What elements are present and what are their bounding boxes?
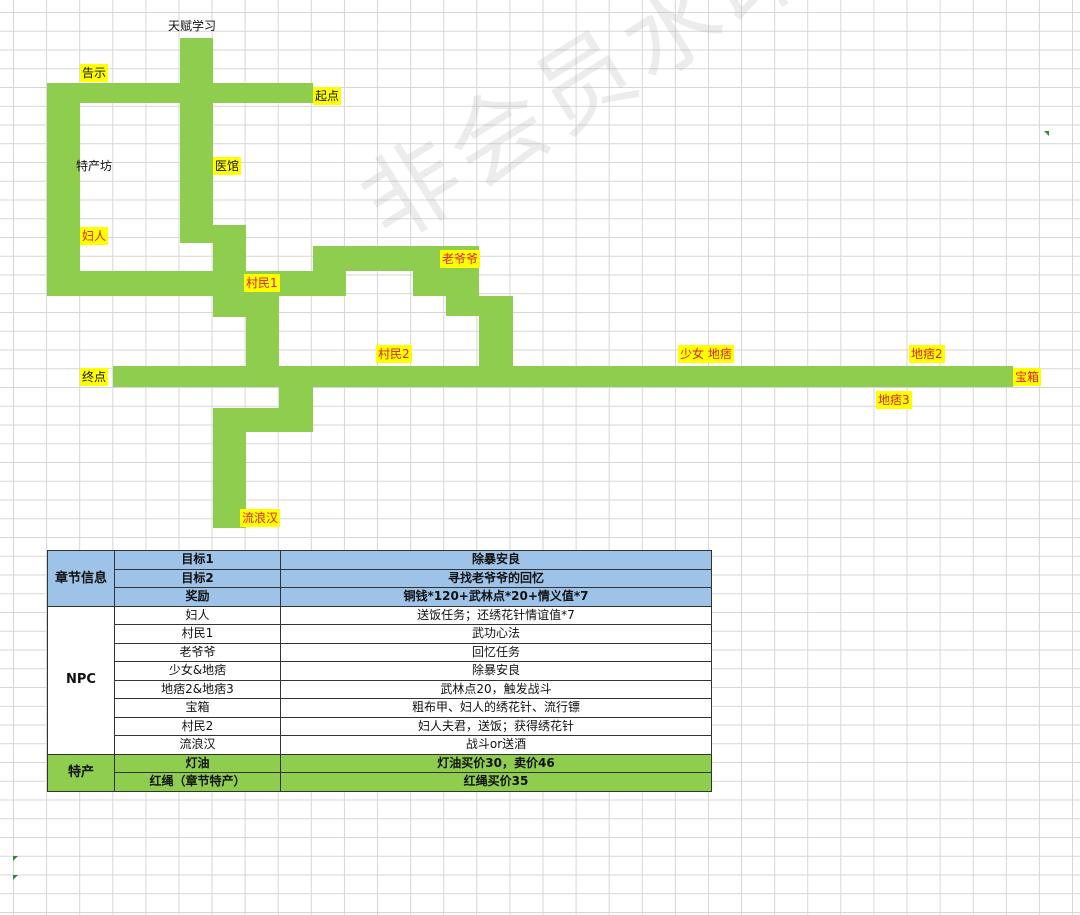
table-row: 奖励 铜钱*120+武林点*20+情义值*7	[48, 587, 712, 607]
table-row: 老爷爷 回忆任务	[48, 642, 712, 662]
label-techanfang[interactable]: 特产坊	[76, 159, 113, 173]
npc-name[interactable]: 宝箱	[114, 698, 281, 718]
table-row: 章节信息 目标1 除暴安良	[47, 550, 712, 607]
table-row: 地痞2&地痞3 武林点20，触发战斗	[48, 679, 712, 699]
npc-desc[interactable]: 回忆任务	[280, 642, 712, 662]
npc-desc[interactable]: 送饭任务；还绣花针情谊值*7	[280, 605, 712, 625]
npc-desc[interactable]: 战斗or送酒	[280, 735, 712, 755]
product-desc[interactable]: 红绳买价35	[280, 772, 712, 792]
product-name[interactable]: 灯油	[114, 753, 281, 773]
path-segment	[113, 366, 1013, 387]
label-cunmin1[interactable]: 村民1	[244, 274, 280, 292]
label-dipi3[interactable]: 地痞3	[876, 391, 912, 409]
path-segment	[213, 408, 246, 528]
table-row: 红绳（章节特产） 红绳买价35	[48, 772, 712, 792]
label-tianfu[interactable]: 天赋学习	[168, 19, 217, 33]
label-liulanghan[interactable]: 流浪汉	[240, 509, 281, 527]
npc-desc[interactable]: 武林点20，触发战斗	[280, 679, 712, 699]
label-cunmin2[interactable]: 村民2	[376, 345, 412, 363]
npc-desc[interactable]: 除暴安良	[280, 661, 712, 681]
cell-comment-marker	[1044, 131, 1049, 136]
path-segment	[47, 271, 247, 296]
section-npc[interactable]: NPC	[47, 605, 115, 755]
table-row: 宝箱 粗布甲、妇人的绣花针、流行镖	[48, 698, 712, 718]
label-baoxiang[interactable]: 宝箱	[1013, 368, 1042, 386]
label-zhongdian[interactable]: 终点	[80, 368, 109, 386]
npc-name[interactable]: 村民1	[114, 624, 281, 644]
reward-value[interactable]: 铜钱*120+武林点*20+情义值*7	[280, 587, 712, 607]
npc-desc[interactable]: 妇人夫君，送饭；获得绣花针	[280, 716, 712, 736]
label-furen[interactable]: 妇人	[80, 227, 109, 245]
path-segment	[446, 271, 479, 316]
path-segment	[47, 83, 80, 296]
npc-name[interactable]: 少女&地痞	[114, 661, 281, 681]
goal1-value[interactable]: 除暴安良	[280, 550, 712, 570]
label-dipi2[interactable]: 地痞2	[909, 345, 945, 363]
path-segment	[180, 83, 213, 243]
npc-name[interactable]: 地痞2&地痞3	[114, 679, 281, 699]
label-laoyeye[interactable]: 老爷爷	[440, 250, 481, 268]
goal2-value[interactable]: 寻找老爷爷的回忆	[280, 568, 712, 588]
table-row: 目标2 寻找老爷爷的回忆	[48, 568, 712, 588]
table-row: 特产 灯油 灯油买价30，卖价46	[47, 753, 712, 792]
path-segment	[479, 296, 513, 366]
table-row: 少女&地痞 除暴安良	[48, 661, 712, 681]
npc-name[interactable]: 村民2	[114, 716, 281, 736]
section-products[interactable]: 特产	[47, 753, 115, 792]
product-desc[interactable]: 灯油买价30，卖价46	[280, 753, 712, 773]
label-shaonu-dipi[interactable]: 少女 地痞	[678, 345, 734, 363]
product-name[interactable]: 红绳（章节特产）	[114, 772, 281, 792]
path-segment	[279, 366, 313, 408]
table-row: 流浪汉 战斗or送酒	[48, 735, 712, 755]
path-segment	[246, 296, 279, 366]
table-row: 村民2 妇人夫君，送饭；获得绣花针	[48, 716, 712, 736]
npc-name[interactable]: 流浪汉	[114, 735, 281, 755]
npc-name[interactable]: 妇人	[114, 605, 281, 625]
npc-name[interactable]: 老爷爷	[114, 642, 281, 662]
section-chapter-info[interactable]: 章节信息	[47, 550, 115, 607]
label-qidian[interactable]: 起点	[313, 87, 342, 105]
npc-desc[interactable]: 粗布甲、妇人的绣花针、流行镖	[280, 698, 712, 718]
reward-label[interactable]: 奖励	[114, 587, 281, 607]
cell-comment-marker	[13, 856, 18, 861]
label-yiguan[interactable]: 医馆	[213, 157, 242, 175]
npc-desc[interactable]: 武功心法	[280, 624, 712, 644]
chapter-info-table: 章节信息 目标1 除暴安良 目标2 寻找老爷爷的回忆 奖励 铜钱*120+武林点…	[47, 550, 712, 792]
goal2-label[interactable]: 目标2	[114, 568, 281, 588]
table-row: 村民1 武功心法	[48, 624, 712, 644]
table-row: NPC 妇人 送饭任务；还绣花针情谊值*7	[47, 605, 712, 755]
goal1-label[interactable]: 目标1	[114, 550, 281, 570]
cell-comment-marker	[13, 875, 18, 880]
label-gaoshi[interactable]: 告示	[80, 64, 109, 82]
